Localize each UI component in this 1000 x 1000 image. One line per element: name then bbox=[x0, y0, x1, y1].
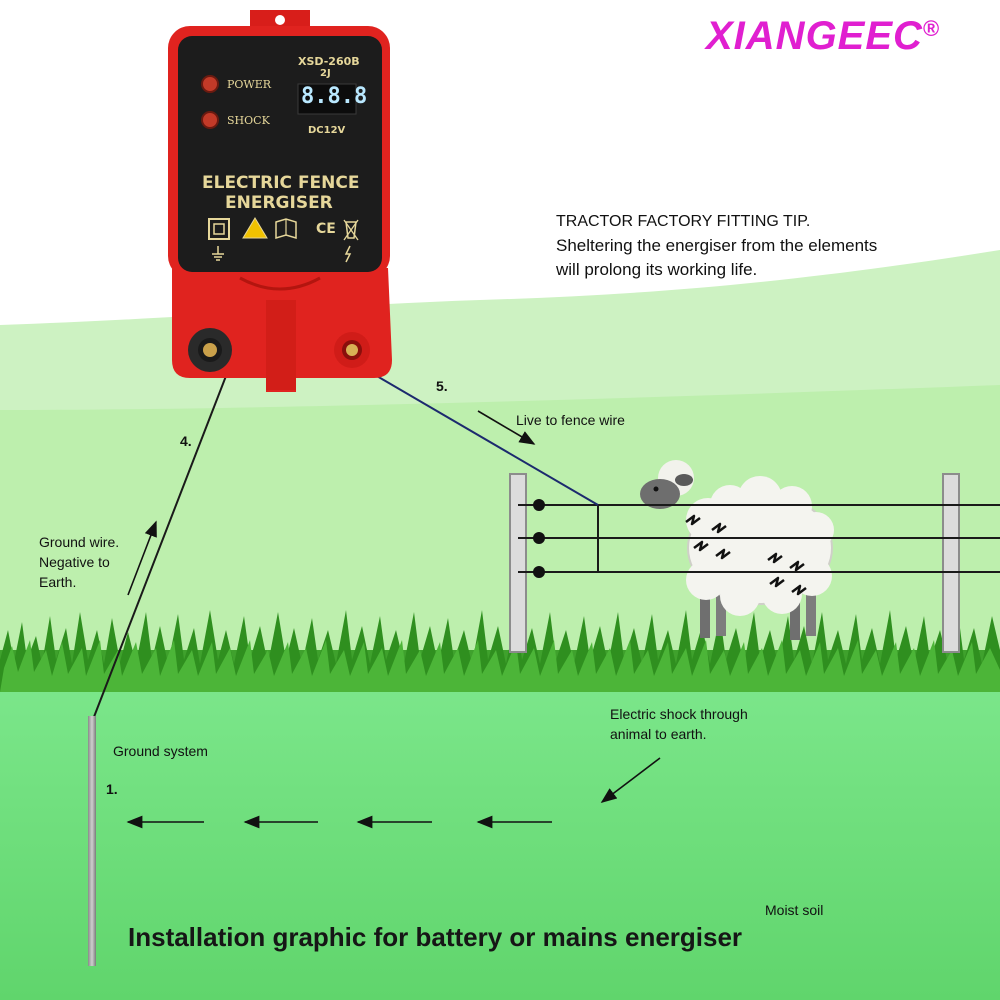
brand-name: XIANGEEC bbox=[706, 14, 923, 58]
device-display: 8.8.8 bbox=[301, 84, 368, 109]
shock-label-1: Electric shock through bbox=[610, 706, 748, 722]
step-5-label: 5. bbox=[436, 378, 448, 394]
device-voltage: DC12V bbox=[308, 125, 346, 136]
ground-wire bbox=[91, 375, 227, 723]
device-title-line1: ELECTRIC FENCE bbox=[202, 173, 360, 193]
ground-wire-label-1: Ground wire. bbox=[39, 534, 120, 550]
shock-marks-icon bbox=[685, 514, 807, 596]
arrow-live-direction bbox=[477, 410, 536, 445]
insulator-middle bbox=[533, 532, 545, 544]
arrow-ground-up bbox=[127, 520, 157, 596]
sheep-illustration bbox=[640, 460, 834, 640]
device-title-line2: ENERGISER bbox=[225, 193, 333, 213]
energiser-device bbox=[168, 10, 392, 392]
device-model: XSD-260B bbox=[298, 55, 360, 68]
tip-line1: Sheltering the energiser from the elemen… bbox=[556, 236, 878, 255]
grass-band bbox=[0, 610, 1000, 692]
step-4-label: 4. bbox=[180, 433, 192, 449]
arrow-shock-down bbox=[600, 757, 661, 803]
ground-terminal-icon bbox=[188, 328, 232, 372]
live-wire bbox=[369, 371, 599, 506]
live-terminal-icon bbox=[334, 332, 370, 368]
fence-post-left bbox=[509, 473, 527, 653]
ground-wire-label-3: Earth. bbox=[39, 574, 77, 590]
fence-post-right bbox=[942, 473, 960, 653]
shock-label-2: animal to earth. bbox=[610, 726, 707, 742]
ground-rod bbox=[88, 716, 96, 966]
soil-area bbox=[0, 688, 1000, 1000]
installation-caption: Installation graphic for battery or main… bbox=[128, 922, 743, 952]
ground-wire-label-2: Negative to bbox=[39, 554, 110, 570]
moist-soil-label: Moist soil bbox=[765, 902, 824, 918]
tip-line2: will prolong its working life. bbox=[556, 260, 758, 279]
device-joules: 2J bbox=[320, 68, 331, 79]
registered-mark: ® bbox=[922, 16, 941, 41]
tip-heading: TRACTOR FACTORY FITTING TIP. bbox=[556, 213, 811, 230]
insulator-bottom bbox=[533, 566, 545, 578]
power-indicator-label: POWER bbox=[227, 78, 272, 91]
shock-indicator-label: SHOCK bbox=[227, 114, 270, 127]
live-wire-label: Live to fence wire bbox=[516, 412, 625, 428]
power-led-icon bbox=[201, 75, 219, 93]
brand-logo: XIANGEEC® bbox=[706, 14, 940, 59]
ce-mark: CE bbox=[316, 221, 336, 237]
insulator-top bbox=[533, 499, 545, 511]
step-1-label: 1. bbox=[106, 781, 118, 797]
shock-led-icon bbox=[201, 111, 219, 129]
ground-system-label: Ground system bbox=[113, 743, 208, 759]
